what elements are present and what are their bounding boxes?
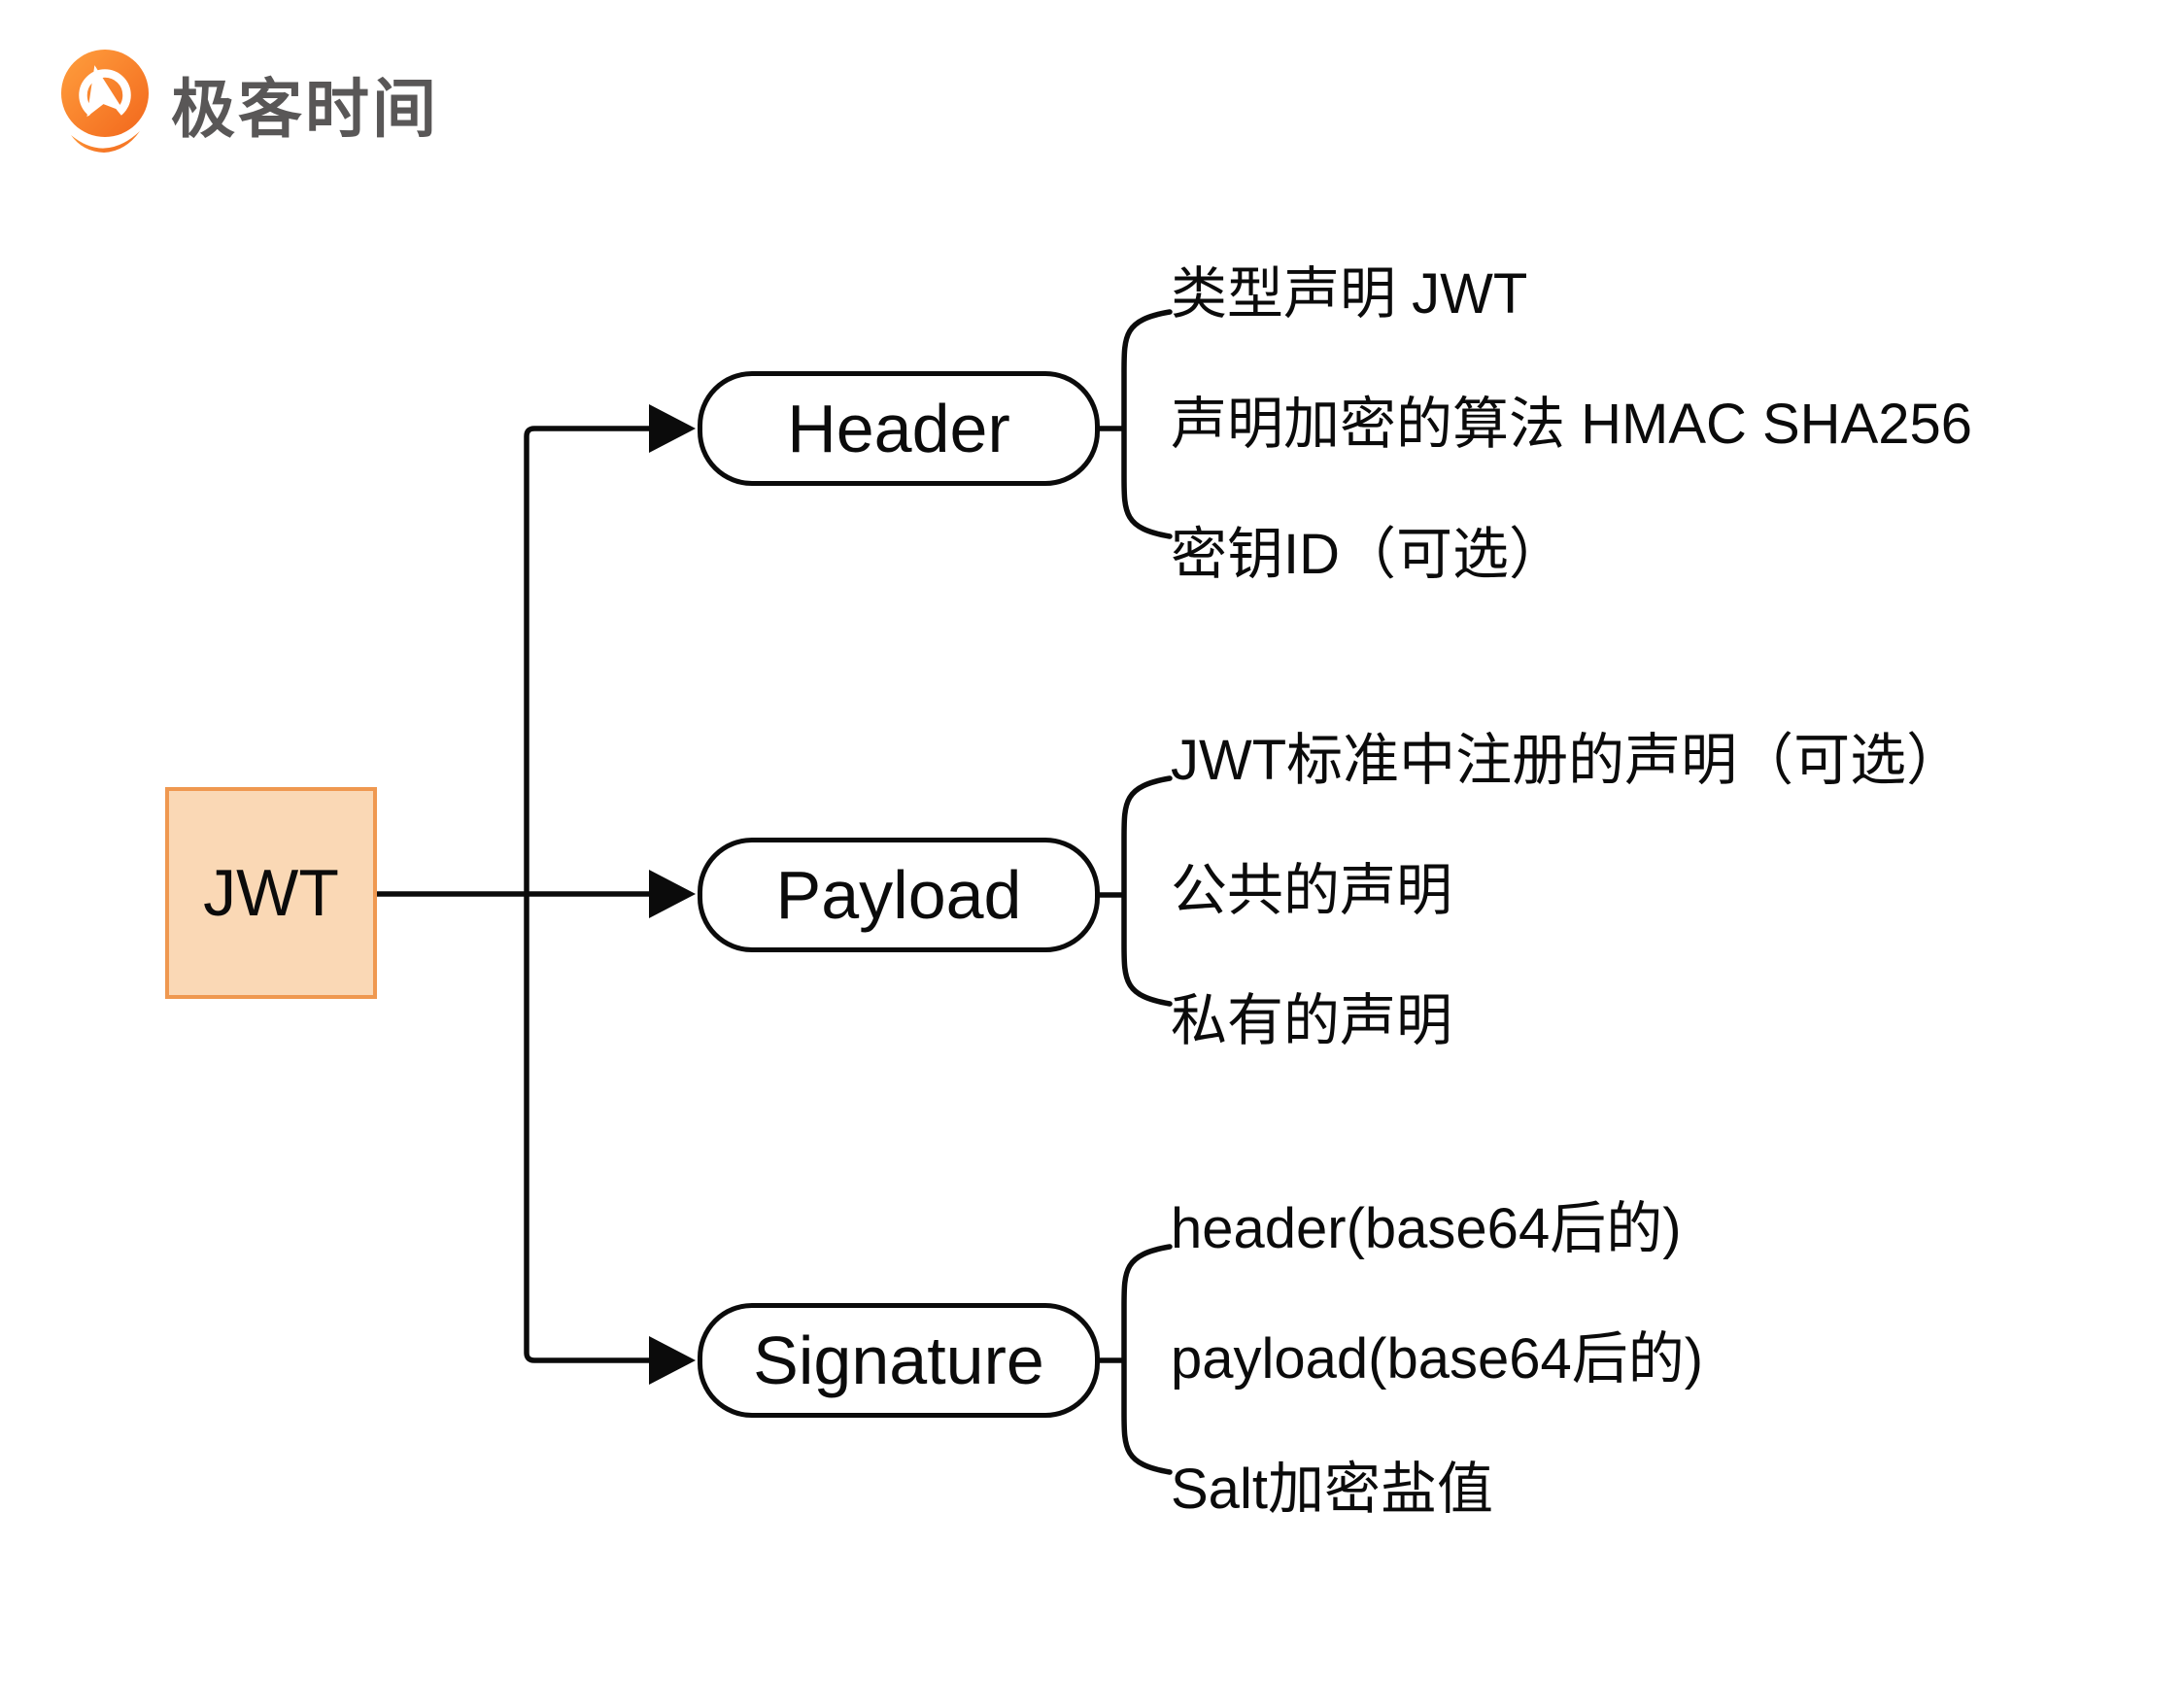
payload-brace bbox=[1121, 775, 1173, 1007]
leaf-item: Salt加密盐值 bbox=[1171, 1458, 1493, 1521]
leaf-item: payload(base64后的) bbox=[1171, 1327, 1704, 1391]
leaf-item: JWT标准中注册的声明（可选） bbox=[1171, 729, 1963, 792]
leaf-item: 公共的声明 bbox=[1171, 859, 1453, 922]
signature-leaves: header(base64后的) payload(base64后的) Salt加… bbox=[1171, 1190, 1703, 1581]
brand-name: 极客时间 bbox=[171, 73, 439, 145]
signature-brace bbox=[1121, 1244, 1173, 1475]
logo-arrow bbox=[86, 65, 125, 118]
arrowhead-header bbox=[649, 404, 696, 453]
leaf-item: 类型声明 JWT bbox=[1171, 262, 1528, 326]
node-header-label: Header bbox=[787, 391, 1010, 466]
header-leaves: 类型声明 JWT 声明加密的算法 HMAC SHA256 密钥ID（可选） bbox=[1171, 256, 1972, 646]
header-brace bbox=[1121, 309, 1173, 539]
node-payload: Payload bbox=[698, 838, 1100, 952]
leaf-item: 声明加密的算法 HMAC SHA256 bbox=[1171, 393, 1973, 456]
node-jwt-label: JWT bbox=[203, 856, 339, 930]
leaf-item: header(base64后的) bbox=[1171, 1197, 1682, 1260]
geektime-logo-icon bbox=[61, 50, 149, 153]
leaf-item: 私有的声明 bbox=[1171, 989, 1453, 1052]
payload-leaves: JWT标准中注册的声明（可选） 公共的声明 私有的声明 bbox=[1171, 722, 1962, 1113]
node-payload-label: Payload bbox=[775, 857, 1022, 933]
arrowhead-signature bbox=[649, 1336, 696, 1385]
logo-swoosh bbox=[71, 131, 140, 153]
brand-logo: 极客时间 bbox=[54, 47, 439, 161]
node-header: Header bbox=[698, 371, 1100, 486]
arrowhead-payload bbox=[649, 870, 696, 918]
node-signature: Signature bbox=[698, 1303, 1100, 1418]
node-signature-label: Signature bbox=[753, 1322, 1044, 1398]
leaf-item: 密钥ID（可选） bbox=[1171, 523, 1566, 586]
node-jwt-root: JWT bbox=[165, 787, 377, 999]
logo-ring bbox=[79, 69, 131, 121]
